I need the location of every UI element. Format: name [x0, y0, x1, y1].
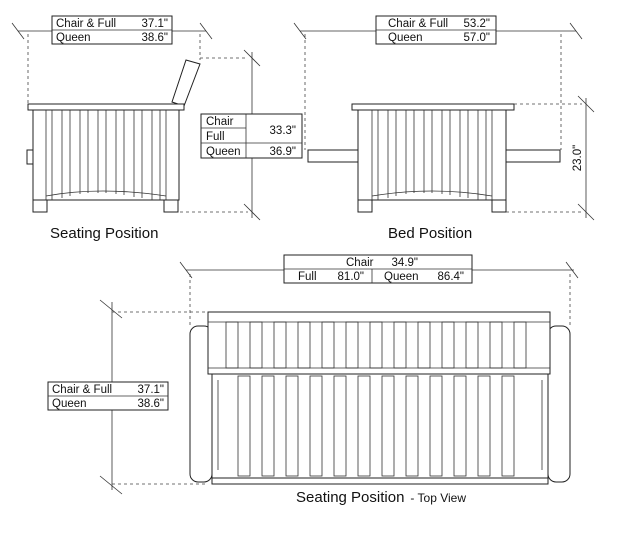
seating-height-chair-full-value: 33.3" — [270, 125, 296, 137]
bed-width-value-1: 53.2" — [464, 18, 490, 30]
top-right-arm — [547, 325, 571, 483]
seating-width-value-1: 37.1" — [142, 18, 168, 30]
top-depth-table: Chair & Full 37.1" Queen 38.6" — [47, 381, 169, 411]
top-caption-sub: - Top View — [410, 491, 466, 505]
top-width-full-value: 81.0" — [338, 271, 364, 283]
top-seat-slats — [237, 375, 515, 477]
bed-width-table: Chair & Full 53.2" Queen 57.0" — [375, 15, 497, 45]
bed-width-value-2: 57.0" — [464, 32, 490, 44]
top-backrest — [207, 311, 551, 375]
top-depth-value-1: 37.1" — [138, 384, 164, 396]
bed-height-value: 23.0" — [572, 145, 584, 171]
bed-side-view: 23.0" — [293, 22, 595, 221]
top-view — [99, 261, 579, 495]
seating-side-view — [11, 22, 261, 221]
top-depth-value-2: 38.6" — [138, 398, 164, 410]
seating-side-slats — [45, 110, 167, 200]
top-width-queen-value: 86.4" — [438, 271, 464, 283]
seating-height-chair: Chair — [206, 116, 234, 128]
seating-height-table: Chair Full 33.3" Queen 36.9" — [200, 113, 303, 159]
seating-width-label-2: Queen — [56, 32, 91, 44]
top-width-chair: Chair — [346, 257, 374, 269]
seating-caption: Seating Position — [50, 225, 158, 242]
top-width-full: Full — [298, 271, 317, 283]
top-backrest-slats — [225, 321, 527, 369]
bed-width-label-1: Chair & Full — [388, 18, 448, 30]
seating-width-value-2: 38.6" — [142, 32, 168, 44]
seating-width-label-1: Chair & Full — [56, 18, 116, 30]
top-width-queen: Queen — [384, 271, 419, 283]
seating-height-queen-value: 36.9" — [270, 146, 296, 158]
seating-width-table: Chair & Full 37.1" Queen 38.6" — [51, 15, 173, 45]
bed-caption: Bed Position — [388, 225, 472, 242]
seating-height-full: Full — [206, 131, 225, 143]
top-depth-label-2: Queen — [52, 398, 87, 410]
seating-height-queen: Queen — [206, 146, 241, 158]
top-seat-deck — [211, 373, 549, 479]
bed-side-slats — [371, 110, 493, 200]
top-width-chair-value: 34.9" — [392, 257, 418, 269]
top-caption: Seating Position - Top View — [296, 489, 466, 506]
bed-width-label-2: Queen — [388, 32, 423, 44]
top-depth-label-1: Chair & Full — [52, 384, 112, 396]
top-caption-main: Seating Position — [296, 489, 404, 506]
top-width-table: Chair 34.9" Full 81.0" Queen 86.4" — [283, 254, 473, 284]
